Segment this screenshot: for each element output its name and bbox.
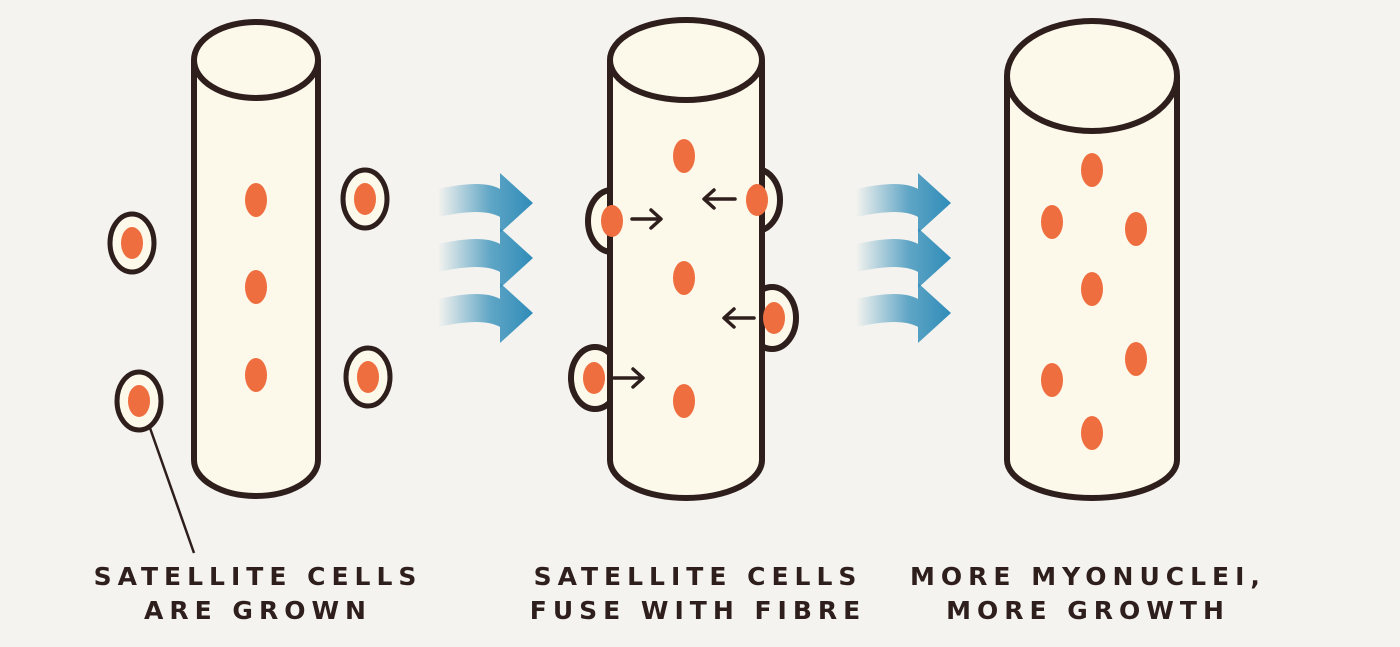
fusion-arrow-icon: [630, 208, 663, 230]
myonucleus: [1081, 153, 1103, 187]
stage-3: [1004, 18, 1180, 501]
myonucleus: [1081, 416, 1103, 450]
caption-line: FUSE WITH FIBRE: [529, 596, 867, 625]
caption-line: SATELLITE CELLS: [533, 562, 863, 591]
flow-arrow-icon: [856, 283, 951, 343]
stage-2: [568, 17, 799, 501]
myonucleus: [673, 384, 695, 418]
satellite-nucleus: [763, 302, 785, 334]
satellite-cell: [343, 345, 393, 409]
flow-arrow-icon: [438, 283, 533, 343]
myonucleus: [1041, 205, 1063, 239]
myonucleus: [1125, 342, 1147, 376]
caption-line: MORE GROWTH: [946, 596, 1230, 625]
myonucleus: [1041, 363, 1063, 397]
myonucleus: [245, 183, 267, 217]
myonucleus: [1081, 272, 1103, 306]
satellite-cell: [107, 211, 157, 275]
fusion-arrow-icon: [612, 367, 645, 389]
caption-line: MORE MYONUCLEI,: [910, 562, 1266, 591]
satellite-nucleus: [583, 362, 605, 394]
myonucleus: [1125, 212, 1147, 246]
flow-arrows-1: [438, 173, 533, 343]
leader-line: [148, 427, 196, 554]
flow-arrow-icon: [438, 228, 533, 288]
myonucleus: [673, 261, 695, 295]
myonucleus: [673, 139, 695, 173]
fusion-arrow-icon: [722, 307, 756, 329]
caption-line: SATELLITE CELLS: [93, 562, 423, 591]
muscle-fibre-1: [191, 19, 321, 499]
satellite-nucleus: [746, 184, 768, 216]
myonucleus: [245, 358, 267, 392]
caption-more-myonuclei: MORE MYONUCLEI, MORE GROWTH: [878, 560, 1298, 628]
flow-arrow-icon: [438, 173, 533, 233]
flow-arrows-2: [856, 173, 951, 343]
fusion-arrow-icon: [702, 188, 737, 210]
satellite-nucleus: [601, 205, 623, 237]
myonucleus: [245, 270, 267, 304]
caption-satellite-cells-grown: SATELLITE CELLS ARE GROWN: [48, 560, 468, 628]
caption-satellite-cells-fuse: SATELLITE CELLS FUSE WITH FIBRE: [488, 560, 908, 628]
flow-arrow-icon: [856, 228, 951, 288]
satellite-cell: [340, 167, 390, 231]
satellite-cell: [114, 369, 164, 433]
stage-1: [107, 19, 393, 554]
flow-arrow-icon: [856, 173, 951, 233]
muscle-fibre-2: [607, 17, 765, 501]
caption-line: ARE GROWN: [144, 596, 372, 625]
